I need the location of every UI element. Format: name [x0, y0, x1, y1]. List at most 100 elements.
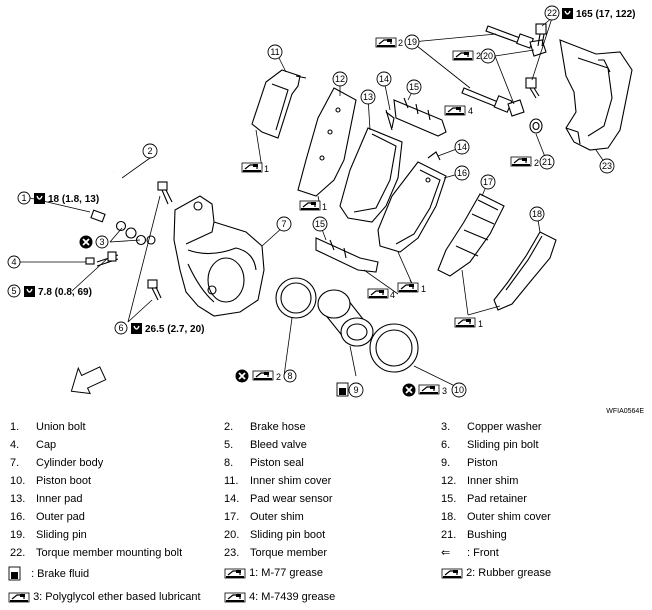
grease-mark-shim-cover: 1	[241, 162, 269, 174]
callout-20: 20	[480, 48, 496, 64]
bushing-drawing	[529, 118, 543, 134]
outer-pad-drawing	[377, 161, 447, 253]
svg-text:1: 1	[421, 284, 426, 294]
grease-mark-inner-pad: 1	[299, 200, 327, 212]
svg-text:8: 8	[287, 371, 292, 381]
do-not-reuse-icon	[78, 234, 94, 250]
svg-text:4: 4	[11, 257, 16, 267]
piston-drawing	[317, 289, 374, 347]
legend-item: 7.Cylinder body	[10, 457, 104, 469]
callout-11: 11	[267, 44, 283, 60]
legend-item: 14.Pad wear sensor	[224, 493, 333, 505]
callout-16: 16	[454, 165, 470, 181]
grease-mark-pin-upper: 2	[375, 37, 403, 48]
svg-text:20: 20	[483, 51, 493, 61]
legend-item: 17.Outer shim	[224, 511, 304, 523]
leader-lines	[20, 17, 608, 389]
legend-item: 8.Piston seal	[224, 457, 304, 469]
legend-item: ⇐: Front	[441, 547, 499, 559]
grease-mark-outer-shim: 1	[454, 317, 483, 329]
callout-4: 4	[7, 255, 21, 269]
grease-icon	[441, 567, 463, 579]
legend-item: 1.Union bolt	[10, 421, 86, 433]
svg-text:3: 3	[99, 237, 104, 247]
callout-22: 22	[544, 5, 560, 21]
callout-14: 14	[376, 71, 392, 87]
legend-item: 15.Pad retainer	[441, 493, 527, 505]
brake-fluid-icon	[336, 382, 349, 397]
callout-21: 21	[539, 154, 555, 170]
figure-code: WFIA0564E	[606, 408, 644, 415]
legend-item: 12.Inner shim	[441, 475, 519, 487]
legend-symbol-m7439: 4: M-7439 grease	[224, 590, 335, 604]
svg-text:1: 1	[322, 202, 327, 212]
torque-member-drawing	[559, 39, 633, 151]
outer-shim-cover-drawing	[493, 231, 557, 311]
legend-symbol-rubber-grease: 2: Rubber grease	[441, 566, 551, 580]
grease-mark-bushing: 2	[510, 156, 539, 168]
legend-symbol-brake-fluid: : Brake fluid	[8, 566, 89, 581]
callout-7: 7	[276, 216, 292, 232]
pad-retainer-drawing	[393, 97, 447, 137]
legend-item: 20.Sliding pin boot	[224, 529, 326, 541]
exploded-view-diagram: 1 2 3 4 5 6 7 8 9 10 11 12 13 14 15 14 1…	[7, 5, 636, 398]
svg-text:16: 16	[457, 168, 467, 178]
svg-text:5: 5	[11, 286, 16, 296]
svg-text:14: 14	[457, 142, 467, 152]
grease-mark-boot-upper: 2	[452, 50, 481, 61]
svg-text:13: 13	[363, 92, 373, 102]
svg-text:2: 2	[276, 372, 281, 382]
callout-12: 12	[332, 71, 348, 87]
inner-shim-drawing	[297, 87, 357, 197]
legend-item: 16.Outer pad	[10, 511, 85, 523]
front-arrow	[70, 366, 107, 395]
legend-item: 11.Inner shim cover	[224, 475, 332, 487]
do-not-reuse-icon	[401, 382, 417, 398]
svg-text:1: 1	[21, 193, 26, 203]
svg-text:26.5 (2.7, 20): 26.5 (2.7, 20)	[145, 324, 204, 335]
svg-text:21: 21	[542, 157, 552, 167]
callout-3: 3	[95, 235, 109, 249]
svg-text:2: 2	[476, 51, 481, 61]
svg-text:4: 4	[390, 290, 395, 300]
legend-item: 13.Inner pad	[10, 493, 83, 505]
svg-text:6: 6	[118, 323, 123, 333]
piston-seal-drawing	[275, 277, 317, 319]
svg-text:165 (17, 122): 165 (17, 122)	[576, 9, 636, 20]
svg-text:7.8 (0.8, 69): 7.8 (0.8, 69)	[38, 287, 92, 298]
callout-9: 9	[348, 382, 364, 398]
pad-wear-sensor-drawing	[385, 111, 441, 161]
svg-text:19: 19	[407, 37, 417, 47]
svg-text:15: 15	[409, 82, 419, 92]
do-not-reuse-icon	[234, 368, 250, 384]
callout-23: 23	[599, 158, 615, 174]
torque-label-5: 7.8 (0.8, 69)	[23, 285, 92, 298]
svg-text:17: 17	[483, 177, 493, 187]
legend-item: 10.Piston boot	[10, 475, 92, 487]
brake-fluid-icon	[8, 566, 21, 581]
callout-5: 5	[7, 284, 21, 298]
torque-label-1: 18 (1.8, 13)	[33, 192, 99, 205]
cylinder-body-drawing	[173, 195, 265, 317]
torque-member-bolt-drawing	[525, 23, 547, 99]
callout-15b: 15	[312, 216, 328, 232]
grease-icon	[8, 591, 30, 603]
callout-14b: 14	[454, 139, 470, 155]
inner-shim-cover-drawing	[251, 69, 307, 139]
grease-mark-piston-boot: 3	[418, 384, 447, 396]
svg-text:18: 18	[532, 209, 542, 219]
torque-label-22: 165 (17, 122)	[561, 7, 636, 20]
callout-6: 6	[114, 321, 128, 335]
callout-15: 15	[406, 79, 422, 95]
legend-item: 6.Sliding pin bolt	[441, 439, 539, 451]
callout-13: 13	[360, 89, 376, 105]
torque-label-6: 26.5 (2.7, 20)	[130, 322, 204, 335]
svg-text:11: 11	[270, 47, 279, 57]
grease-mark-retainer-lower: 4	[367, 288, 395, 300]
brake-hose-drawing	[111, 171, 128, 223]
svg-text:7: 7	[281, 219, 286, 229]
callout-2: 2	[142, 143, 158, 159]
svg-text:1: 1	[478, 319, 483, 329]
legend-symbol-polyglycol: 3: Polyglycol ether based lubricant	[8, 590, 201, 604]
svg-text:23: 23	[602, 161, 612, 171]
